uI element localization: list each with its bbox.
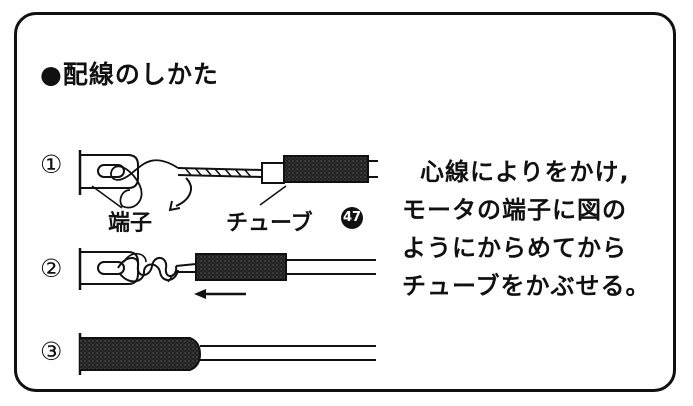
step-1-diagram	[78, 150, 378, 212]
instruction-line-2: モータの端子に図の	[402, 196, 627, 224]
step-3-diagram	[78, 333, 376, 375]
instruction-line-1: 心線によりをかけ,	[420, 158, 630, 186]
core-wire-loose	[110, 159, 179, 209]
terminal-plate	[80, 154, 139, 189]
tube-reference-badge: 47	[341, 207, 363, 229]
instruction-line-4: チューブをかぶせる。	[402, 272, 651, 300]
tube-leader	[259, 185, 287, 206]
step-2-diagram	[78, 248, 376, 299]
tube-label: チューブ	[226, 211, 313, 236]
terminal-leader	[91, 185, 123, 209]
wire-sheath	[261, 162, 285, 184]
wrapped-wire	[117, 257, 178, 277]
step-2-number: ②	[40, 254, 63, 283]
instruction-line-3: ようにからめてから	[402, 234, 627, 262]
insulation-tube	[283, 155, 369, 183]
step-1-number: ①	[40, 150, 63, 179]
page-title: ●配線のしかた	[40, 60, 219, 89]
insulation-tube	[195, 253, 287, 281]
terminal-label: 端子	[108, 211, 153, 236]
twist-arrow	[168, 200, 181, 212]
panel-frame	[14, 12, 676, 392]
twisted-core	[184, 167, 252, 178]
step-3-number: ③	[40, 337, 63, 366]
terminal-hole	[97, 261, 125, 275]
covered-terminal	[80, 337, 202, 371]
